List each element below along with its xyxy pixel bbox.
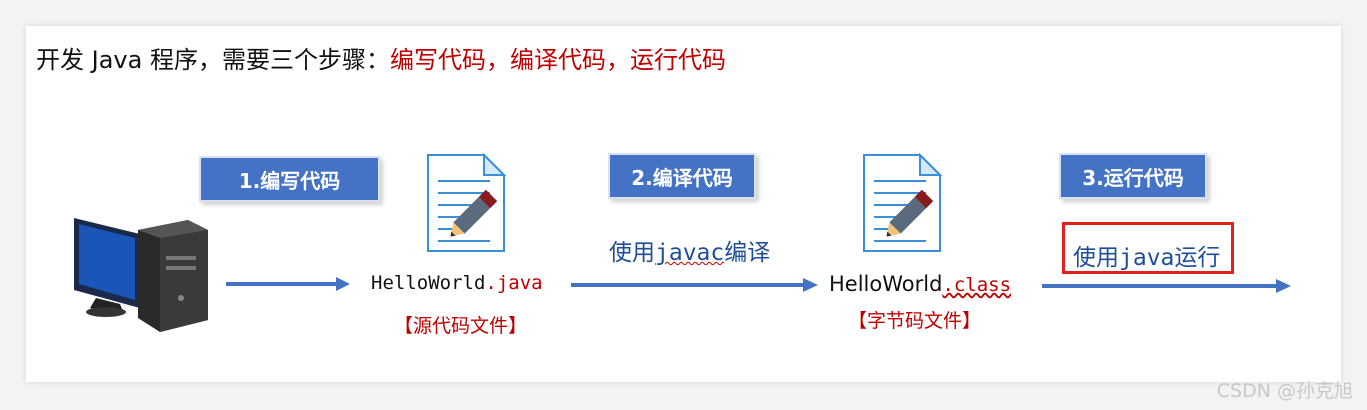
title-prefix: 开发 Java 程序，需要三个步骤： [36, 46, 390, 74]
step-2-label: 2.编译代码 [608, 153, 756, 199]
class-file-name: HelloWorld.class [829, 272, 1011, 296]
source-file-basename: HelloWorld [371, 272, 485, 294]
diagram-card [26, 26, 1341, 382]
step-3-label: 3.运行代码 [1059, 153, 1207, 199]
compile-cmd: javac [655, 240, 724, 266]
document-pencil-icon [862, 153, 944, 253]
compile-suffix: 编译 [724, 240, 770, 266]
compile-prefix: 使用 [609, 240, 655, 266]
compile-action: 使用javac编译 [609, 233, 770, 267]
watermark: CSDN @孙克旭 [1217, 376, 1353, 403]
class-file-basename: HelloWorld [829, 272, 942, 296]
run-cmd: java [1119, 245, 1174, 271]
title-steps: 编写代码，编译代码，运行代码 [390, 46, 726, 74]
document-pencil-icon [426, 153, 508, 253]
source-file-ext: .java [485, 272, 542, 294]
source-file-tag: 【源代码文件】 [394, 311, 527, 338]
page-title: 开发 Java 程序，需要三个步骤：编写代码，编译代码，运行代码 [36, 40, 726, 75]
arrow-2 [569, 277, 823, 293]
computer-icon [68, 212, 218, 334]
class-file-ext: .class [942, 274, 1011, 296]
class-file-tag: 【字节码文件】 [848, 306, 981, 333]
arrow-1 [224, 276, 354, 292]
source-file-name: HelloWorld.java [371, 272, 543, 294]
run-suffix: 运行 [1174, 245, 1220, 271]
run-action: 使用java运行 [1073, 238, 1220, 272]
run-prefix: 使用 [1073, 245, 1119, 271]
step-1-label: 1.编写代码 [199, 156, 380, 202]
arrow-3 [1040, 278, 1296, 294]
